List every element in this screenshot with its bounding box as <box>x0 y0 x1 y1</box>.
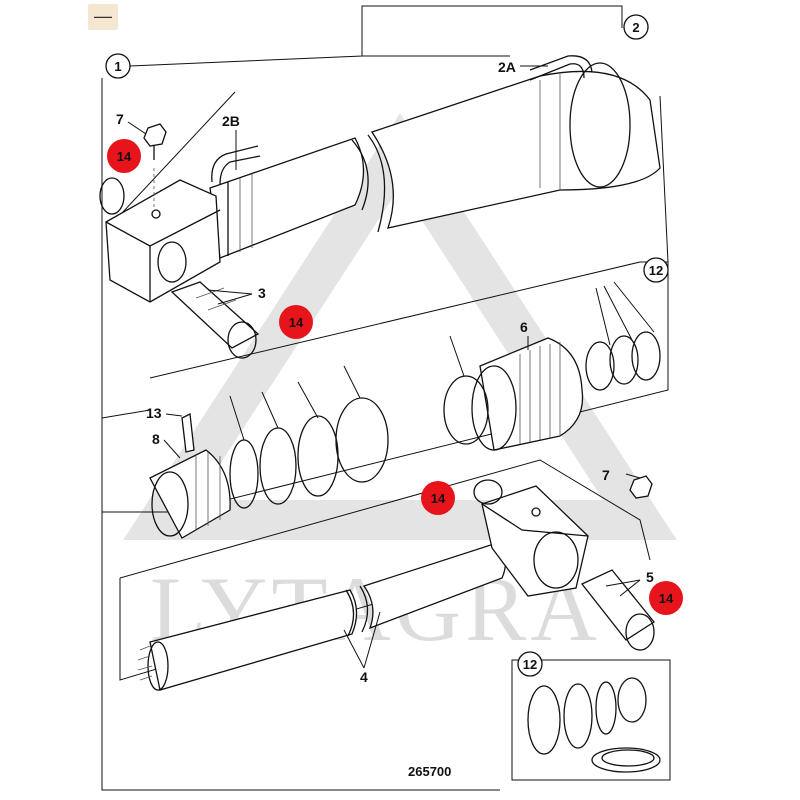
collapse-button[interactable]: — <box>88 4 118 30</box>
piston-rod <box>137 475 655 691</box>
marker-14-rod-eye-seal[interactable]: 14 <box>421 481 455 515</box>
svg-text:12: 12 <box>649 263 663 278</box>
callout-12-subbox: 12 <box>517 651 543 677</box>
label-2b: 2B <box>222 113 240 129</box>
label-7-top: 7 <box>116 111 124 127</box>
label-7-rod: 7 <box>602 467 610 483</box>
part-labels: 2A 2B 3 4 5 6 7 7 8 13 <box>116 59 654 685</box>
callout-12-piston: 12 <box>643 257 669 283</box>
piston-assembly <box>149 331 661 539</box>
label-2a: 2A <box>498 59 516 75</box>
marker-14-bush-seal[interactable]: 14 <box>649 581 683 615</box>
drawing-number: 265700 <box>408 764 451 779</box>
svg-text:2: 2 <box>632 20 639 35</box>
cylinder-barrel <box>99 55 661 359</box>
callout-2: 2 <box>623 14 649 40</box>
svg-text:14: 14 <box>659 591 674 606</box>
leader-lines <box>127 65 655 669</box>
svg-text:1: 1 <box>114 59 121 74</box>
label-4: 4 <box>360 669 368 685</box>
label-8: 8 <box>152 431 160 447</box>
svg-text:12: 12 <box>523 657 537 672</box>
svg-text:14: 14 <box>431 491 446 506</box>
label-3: 3 <box>258 285 266 301</box>
svg-text:14: 14 <box>117 149 132 164</box>
label-6: 6 <box>520 319 528 335</box>
seal-kit-detail <box>527 677 661 773</box>
label-13: 13 <box>146 405 162 421</box>
svg-text:14: 14 <box>289 315 304 330</box>
label-5: 5 <box>646 569 654 585</box>
marker-14-head-seal[interactable]: 14 <box>107 139 141 173</box>
marker-14-port-seal[interactable]: 14 <box>279 305 313 339</box>
callout-1: 1 <box>105 53 131 79</box>
